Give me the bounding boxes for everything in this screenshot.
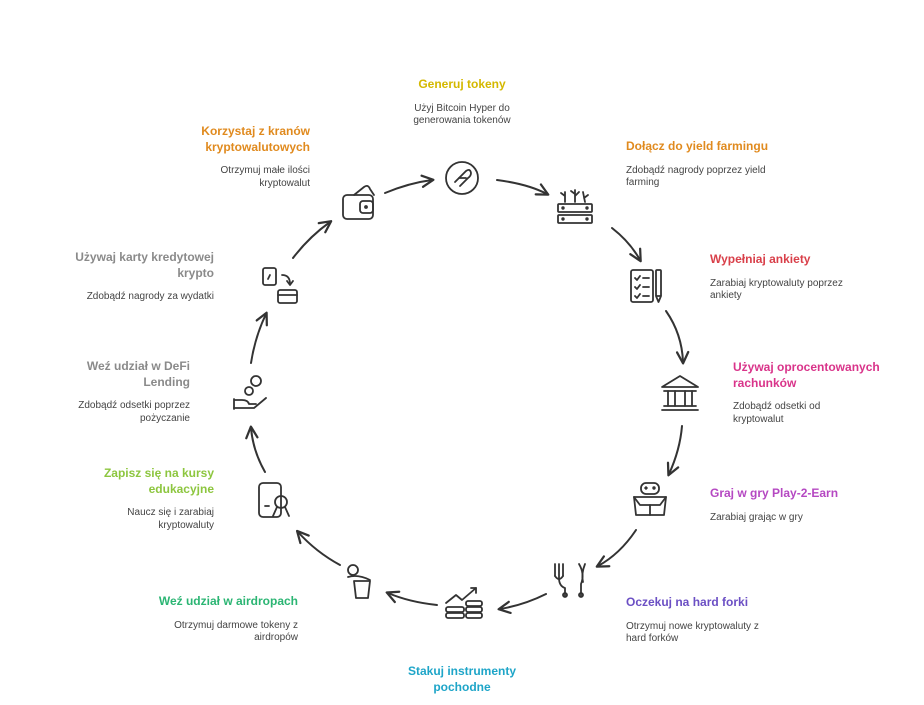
title-wypelniaj: Wypełniaj ankiety bbox=[710, 252, 811, 266]
label-play: Graj w gry Play-2-Earn Zarabiaj grając w… bbox=[710, 486, 880, 524]
survey-icon bbox=[630, 269, 662, 303]
label-wypelniaj: Wypełniaj ankiety Zarabiaj kryptowaluty … bbox=[710, 252, 880, 303]
label-kursy: Zapisz się na kursy edukacyjne Naucz się… bbox=[64, 466, 214, 532]
desc-airdrop: Otrzymuj darmowe tokeny z airdropów bbox=[174, 619, 298, 644]
arrow-play-to-hardfork bbox=[595, 529, 637, 568]
desc-kranow: Otrzymuj małe ilości kryptowalut bbox=[220, 165, 310, 189]
arrow-stakuj-to-airdrop bbox=[385, 590, 438, 606]
title-defi: Weź udział w DeFi Lending bbox=[86, 359, 190, 389]
coin-icon bbox=[445, 161, 479, 195]
arrow-dolacz-to-wypelniaj bbox=[611, 227, 642, 263]
certificate-icon bbox=[258, 482, 290, 518]
arrow-wypelniaj-to-rachunki bbox=[665, 310, 690, 365]
desc-play: Zarabiaj grając w gry bbox=[710, 511, 803, 523]
label-hardfork: Oczekuj na hard forki Otrzymuj nowe kryp… bbox=[626, 595, 796, 646]
arrow-defi-to-karta bbox=[250, 311, 268, 364]
arrow-rachunki-to-play bbox=[666, 425, 683, 477]
arrow-hardfork-to-stakuj bbox=[497, 593, 547, 615]
arrow-generuj-to-dolacz bbox=[496, 179, 550, 196]
arrow-airdrop-to-kursy bbox=[295, 529, 341, 566]
label-kranow: Korzystaj z kranów kryptowalutowych Otrz… bbox=[160, 124, 310, 190]
title-hardfork: Oczekuj na hard forki bbox=[626, 595, 749, 609]
label-stakuj: Stakuj instrumenty pochodne bbox=[380, 664, 544, 695]
label-dolacz: Dołącz do yield farmingu Zdobądź nagrody… bbox=[626, 139, 796, 190]
title-kranow: Korzystaj z kranów kryptowalutowych bbox=[201, 124, 310, 154]
card-exchange-icon bbox=[262, 267, 298, 304]
farm-icon bbox=[557, 189, 593, 224]
chart-coins-icon bbox=[445, 587, 483, 619]
desc-defi: Zdobądź odsetki poprzez pożyczanie bbox=[78, 400, 190, 424]
title-dolacz: Dołącz do yield farmingu bbox=[626, 139, 769, 153]
title-generuj: Generuj tokeny bbox=[418, 77, 506, 91]
desc-kursy: Naucz się i zarabiaj kryptowaluty bbox=[127, 507, 214, 531]
gamepad-box-icon bbox=[633, 482, 667, 516]
arrow-kranow-to-generuj bbox=[384, 174, 435, 194]
title-kursy: Zapisz się na kursy edukacyjne bbox=[103, 466, 214, 496]
hand-coins-icon bbox=[233, 375, 267, 410]
title-karta: Używaj karty kredytowej krypto bbox=[75, 250, 214, 280]
label-airdrop: Weź udział w airdropach Otrzymuj darmowe… bbox=[128, 594, 298, 645]
title-airdrop: Weź udział w airdropach bbox=[158, 594, 298, 608]
desc-rachunki: Zdobądź odsetki od kryptowalut bbox=[733, 401, 821, 425]
label-generuj: Generuj tokeny Użyj Bitcoin Hyper do gen… bbox=[372, 77, 552, 128]
desc-hardfork: Otrzymuj nowe kryptowaluty z hard forków bbox=[626, 620, 759, 645]
desc-dolacz: Zdobądź nagrody poprzez yield farming bbox=[626, 164, 766, 189]
arrow-kursy-to-defi bbox=[245, 425, 266, 473]
title-rachunki: Używaj oprocentowanych rachunków bbox=[733, 360, 880, 390]
title-stakuj: Stakuj instrumenty pochodne bbox=[407, 664, 517, 694]
desc-karta: Zdobądź nagrody za wydatki bbox=[86, 291, 214, 303]
label-defi: Weź udział w DeFi Lending Zdobądź odsetk… bbox=[40, 359, 190, 425]
bank-icon bbox=[661, 375, 699, 411]
fork-icon bbox=[554, 563, 586, 598]
label-rachunki: Używaj oprocentowanych rachunków Zdobądź… bbox=[733, 360, 903, 426]
arrow-karta-to-kranow bbox=[292, 220, 333, 259]
title-play: Graj w gry Play-2-Earn bbox=[710, 486, 839, 500]
wallet-icon bbox=[342, 184, 375, 220]
airdrop-icon bbox=[347, 564, 371, 599]
desc-generuj: Użyj Bitcoin Hyper do generowania tokenó… bbox=[413, 102, 511, 127]
desc-wypelniaj: Zarabiaj kryptowaluty poprzez ankiety bbox=[710, 277, 843, 302]
label-karta: Używaj karty kredytowej krypto Zdobądź n… bbox=[64, 250, 214, 304]
cycle-arrows bbox=[245, 174, 690, 615]
